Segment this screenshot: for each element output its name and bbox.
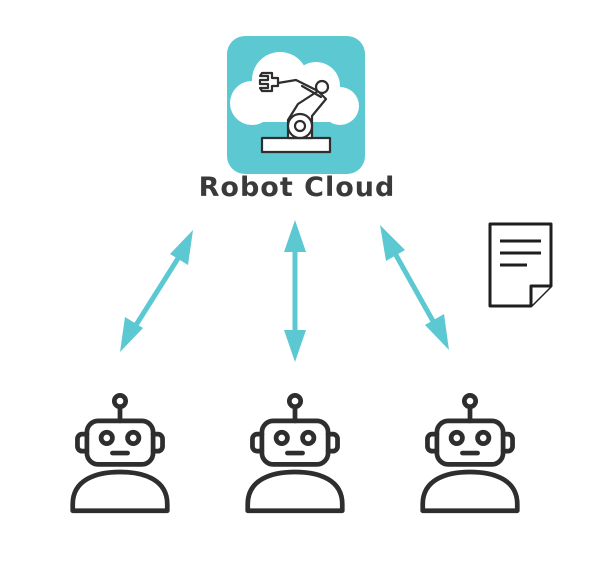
robot-arm-cloud-icon bbox=[227, 36, 365, 174]
connection-arrow-left bbox=[128, 249, 185, 336]
robot-icon bbox=[73, 395, 168, 510]
robot-icon bbox=[423, 395, 518, 510]
robot-cloud-title: Robot Cloud bbox=[198, 172, 396, 203]
arrowheads bbox=[120, 220, 449, 362]
document-icon bbox=[488, 222, 553, 308]
robot-icon bbox=[248, 395, 343, 510]
connection-arrow-right bbox=[389, 245, 441, 333]
